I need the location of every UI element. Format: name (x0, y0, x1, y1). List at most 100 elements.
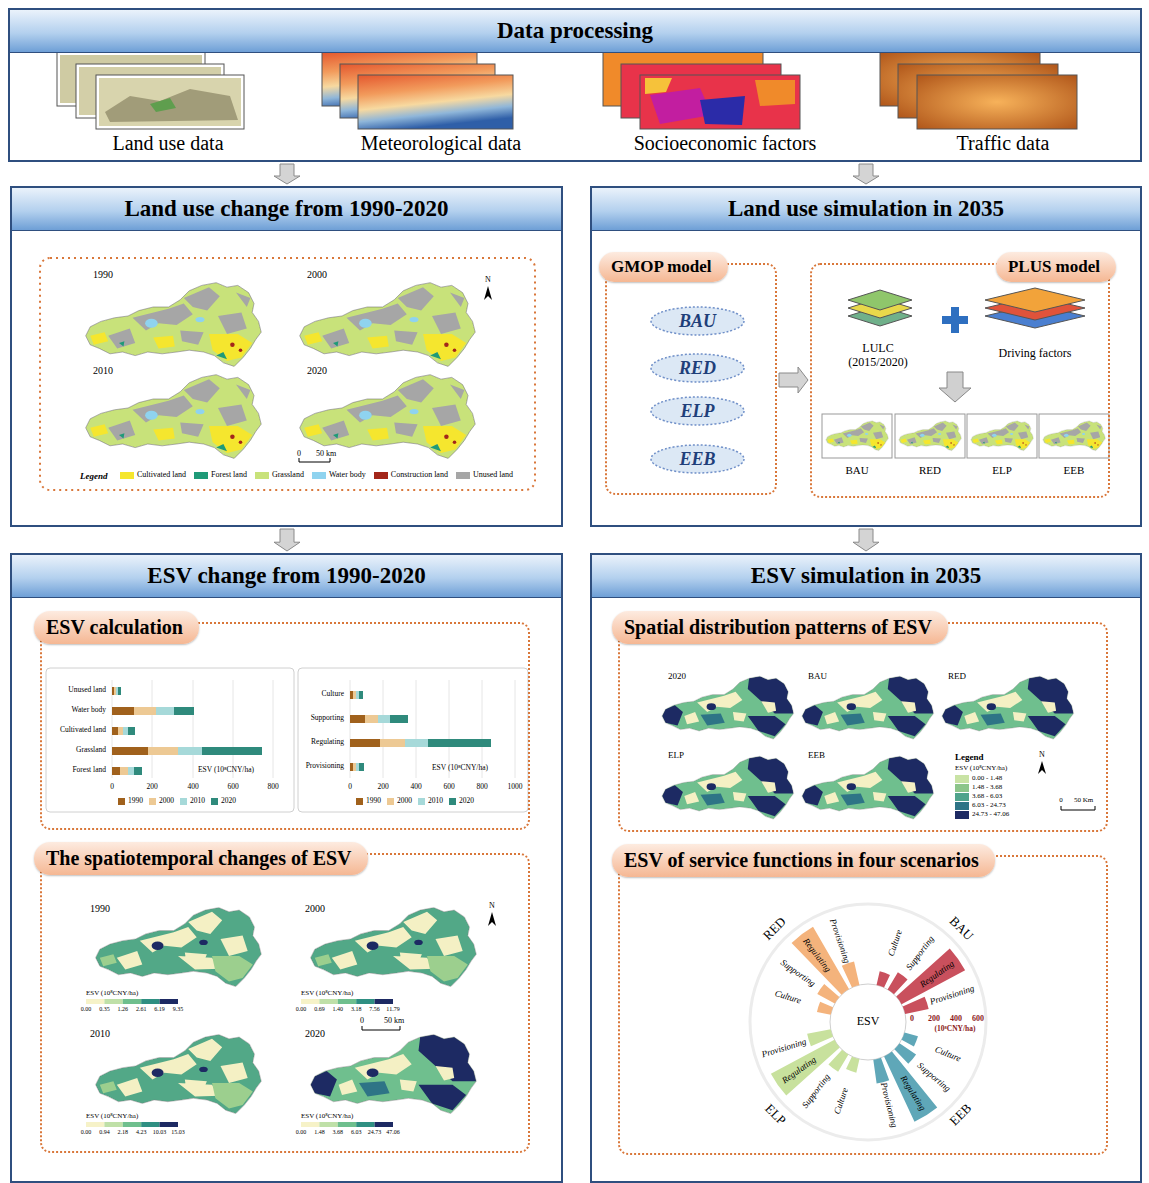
category-label: Unused land (68, 686, 106, 695)
category-label: Water body (71, 706, 106, 715)
legend-swatch (374, 472, 388, 479)
land-use-maps (86, 375, 262, 459)
layer-caption: Driving factors (999, 347, 1072, 361)
land-use-image-stack (150, 98, 176, 112)
bar-charts (350, 715, 365, 723)
service-label: Culture (933, 1044, 962, 1064)
radial-bar-chart (875, 971, 890, 988)
bar-charts (156, 707, 174, 715)
bar-charts (405, 739, 428, 747)
color-ramp (301, 1122, 319, 1127)
legend-swatch (955, 811, 969, 819)
north-label: N (1039, 750, 1045, 759)
legend-tick: 7.56 (369, 1006, 380, 1013)
meteorological-image-stack (358, 75, 513, 129)
legend-title: Legend (955, 752, 984, 762)
bar-charts (112, 767, 120, 775)
radial-bar-chart (902, 997, 929, 1017)
land-use-maps (300, 375, 476, 459)
scale-label: 50 Km (1074, 796, 1093, 804)
sub-box-text: Spatial distribution patterns of ESV (624, 616, 932, 638)
plus-model-graphics (899, 421, 961, 451)
land-use-image-stack (57, 52, 244, 129)
axis-tick: 200 (377, 783, 388, 792)
legend-swatch (120, 472, 134, 479)
heading-tab: PLUS model (996, 252, 1116, 282)
legend-item: 6.03 - 24.73 (955, 802, 1009, 810)
legend-title: ESV (10⁸CNY/ha) (86, 989, 138, 997)
bar-charts (380, 739, 405, 747)
bar-charts (123, 727, 128, 735)
color-ramp (141, 1122, 159, 1127)
bar-charts (353, 763, 356, 771)
color-ramp (338, 999, 356, 1004)
radial-bar-chart (750, 904, 986, 1140)
axis-unit: ESV (10⁸CNY/ha) (198, 766, 254, 775)
esv-history-maps (96, 908, 262, 987)
section-panel-text: ESV simulation in 2035 (751, 563, 981, 589)
legend-swatch (180, 798, 187, 805)
legend-text: Forest land (211, 471, 247, 480)
legend-swatch (312, 472, 326, 479)
layer-caption: LULC (2015/2020) (832, 342, 924, 370)
block-arrow (853, 164, 879, 184)
year-label: 1990 (90, 903, 110, 915)
year-label: 2020 (307, 365, 327, 377)
radial-bar-chart (871, 1057, 889, 1084)
scale-tick: 400 (950, 1014, 962, 1023)
service-label: Culture (831, 1087, 850, 1116)
map-label: ELP (668, 750, 684, 760)
oval-outline (651, 307, 744, 335)
esv-scenario-maps (802, 676, 934, 739)
legend-tick: 3.68 (333, 1129, 344, 1136)
plus-model-graphics (1043, 421, 1105, 451)
legend-tick: 11.79 (386, 1006, 399, 1013)
scale-label: 50 km (316, 449, 336, 458)
color-ramp (319, 999, 337, 1004)
map-label: BAU (808, 671, 827, 681)
category-label: Supporting (311, 714, 344, 723)
legend: Cultivated landForest landGrasslandWater… (120, 471, 513, 480)
land-use-maps (300, 283, 476, 367)
legend-item: Unused land (456, 471, 513, 480)
color-ramp (375, 999, 393, 1004)
legend-item: 2020 (449, 797, 474, 805)
plus-model-graphics (939, 372, 971, 402)
category-label: Regulating (311, 738, 344, 747)
legend-text: 2000 (159, 797, 174, 805)
bar-charts (118, 727, 123, 735)
color-ramp (338, 1122, 356, 1127)
source-caption: Meteorological data (361, 132, 522, 155)
legend-item: 2010 (418, 797, 443, 805)
legend-item: Forest land (194, 471, 247, 480)
section-panel: ESV simulation in 2035Spatial distributi… (590, 553, 1142, 1183)
year-label: 2000 (305, 903, 325, 915)
radial-bar-chart (750, 904, 986, 1140)
socioeconomic-image-stack (645, 78, 672, 94)
source-caption: Land use data (112, 132, 223, 155)
legend-item: 24.73 - 47.06 (955, 811, 1009, 819)
model-box: PLUS model (810, 263, 1110, 498)
section-panel: ESV change from 1990-2020ESV calculation… (10, 553, 563, 1183)
bar-charts (202, 747, 262, 755)
legend-tick: 24.73 (368, 1129, 382, 1136)
sub-box: Spatial distribution patterns of ESV (618, 622, 1108, 832)
legend-unit: ESV (10⁸CNY/ha) (955, 764, 1007, 772)
legend-swatch (955, 775, 969, 783)
legend: 1990200020102020 (118, 797, 236, 805)
scenario-oval-text: ELP (681, 401, 715, 422)
esv-history-maps (86, 908, 496, 1127)
block-arrow (779, 367, 808, 393)
bar-charts (128, 767, 134, 775)
legend-swatch (456, 472, 470, 479)
legend-tick: 0.00 (296, 1129, 307, 1136)
legend-item: Construction land (374, 471, 448, 480)
bar-charts (46, 668, 528, 812)
category-label: Cultivated land (60, 726, 106, 735)
category-label: Forest land (72, 766, 106, 775)
category-label: Grassland (76, 746, 106, 755)
legend-item: 2020 (211, 797, 236, 805)
category-label: Provisioning (306, 762, 344, 771)
legend-text: Unused land (473, 471, 513, 480)
bar-charts (353, 691, 356, 699)
